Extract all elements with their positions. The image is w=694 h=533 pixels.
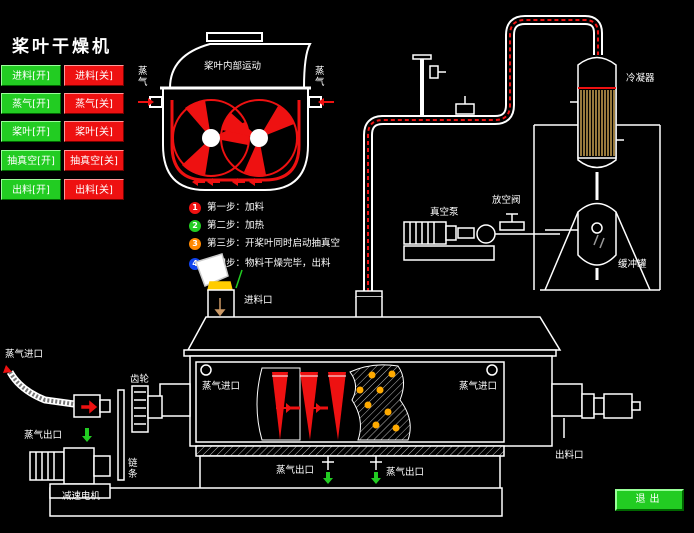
paddle-off-button[interactable]: 桨叶[关] xyxy=(64,121,124,142)
discharge-off-button[interactable]: 出料[关] xyxy=(64,179,124,200)
paddle-wheel-right xyxy=(220,99,298,177)
paddle-on-button[interactable]: 桨叶[开] xyxy=(1,121,61,142)
vent-pipe xyxy=(412,54,475,115)
dryer-body xyxy=(49,316,583,517)
steam-hose xyxy=(6,370,75,408)
tank-inner-label: 桨叶内部运动 xyxy=(204,61,262,72)
steam-left-label: 蒸气 xyxy=(138,66,148,88)
vacuum-pump xyxy=(403,213,560,261)
gear-label: 齿轮 xyxy=(130,374,150,385)
inner-flow-arrows xyxy=(276,403,322,413)
feed-pointer-line xyxy=(235,269,243,289)
steam-inlet-inner-right-label: 蒸气进口 xyxy=(459,381,498,392)
feed-hopper xyxy=(195,253,235,321)
step-1-badge: 1 xyxy=(189,201,201,214)
rotation-arrows xyxy=(192,178,262,186)
feed-on-button[interactable]: 进料[开] xyxy=(1,65,61,86)
steam-outlet-bottom-left-label: 蒸气出口 xyxy=(276,465,315,476)
steam-right-label: 蒸气 xyxy=(315,66,325,88)
feed-off-button[interactable]: 进料[关] xyxy=(64,65,124,86)
steam-off-button[interactable]: 蒸气[关] xyxy=(64,93,124,114)
condenser-label: 冷凝器 xyxy=(626,73,655,84)
steam-inlet-arrow xyxy=(3,365,12,373)
steam-arrows-tank xyxy=(138,98,334,106)
steam-outlet-bottom-right-label: 蒸气出口 xyxy=(386,467,425,478)
step-4-text: 第四步：物料干燥完毕，出料 xyxy=(207,258,331,269)
vacuum-on-button[interactable]: 抽真空[开] xyxy=(1,150,61,171)
steam-outlet-left-label: 蒸气出口 xyxy=(24,430,63,441)
steam-outlet-arrows xyxy=(82,428,381,484)
step-1-text: 第一步：加料 xyxy=(207,202,265,213)
vacuum-pump-label: 真空泵 xyxy=(430,207,459,218)
discharge-outlet-label: 出料口 xyxy=(555,450,584,461)
step-3-text: 第三步：开桨叶同时启动抽真空 xyxy=(207,238,341,249)
steam-inlet-left-label: 蒸气进口 xyxy=(5,349,44,360)
motor-label: 减速电机 xyxy=(62,491,101,502)
vacuum-off-button[interactable]: 抽真空[关] xyxy=(64,150,124,171)
exit-button[interactable]: 退出 xyxy=(615,489,684,511)
discharge-on-button[interactable]: 出料[开] xyxy=(1,179,61,200)
vacuum-pipe xyxy=(355,15,603,323)
drive-assembly xyxy=(29,385,163,499)
feed-inlet-label: 进料口 xyxy=(244,295,273,306)
step-2: 2 第二步：加热 xyxy=(189,219,264,233)
vent-valve-label: 放空阀 xyxy=(492,195,521,206)
buffer-tank xyxy=(540,202,660,291)
steam-on-button[interactable]: 蒸气[开] xyxy=(1,93,61,114)
step-3: 3 第三步：开桨叶同时启动抽真空 xyxy=(189,237,340,251)
steam-inlet-inner-left-label: 蒸气进口 xyxy=(202,381,241,392)
chain-label: 链条 xyxy=(128,458,138,480)
dryer-paddles xyxy=(256,364,411,441)
step-2-text: 第二步：加热 xyxy=(207,220,265,231)
page-title: 桨叶干燥机 xyxy=(12,37,112,57)
right-bearing xyxy=(581,393,641,419)
step-2-badge: 2 xyxy=(189,219,201,232)
step-1: 1 第一步：加料 xyxy=(189,201,264,215)
condenser xyxy=(533,56,661,290)
buffer-tank-label: 缓冲罐 xyxy=(618,259,647,270)
step-3-badge: 3 xyxy=(189,237,201,250)
